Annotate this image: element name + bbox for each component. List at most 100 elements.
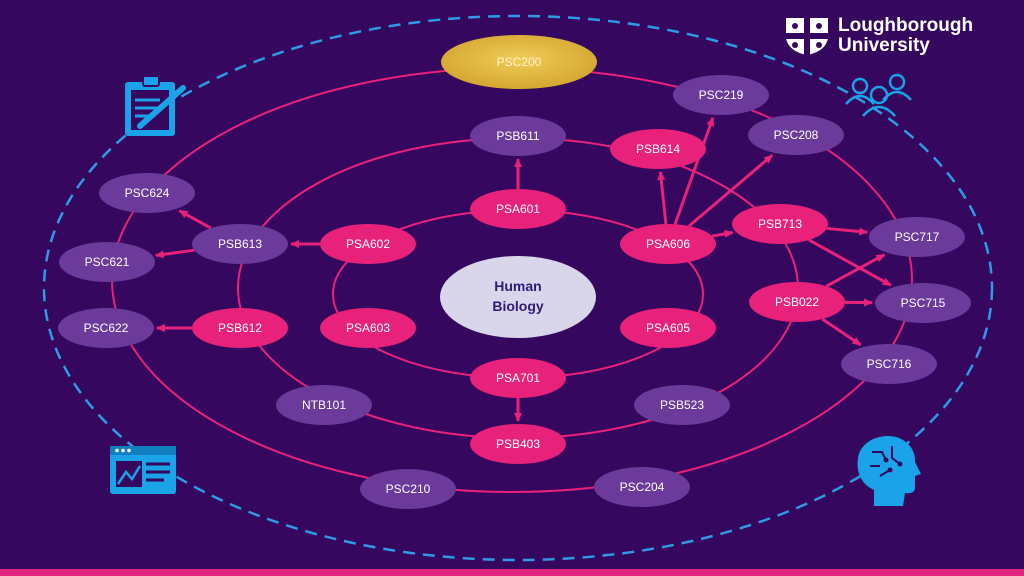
node-label: PSB613 [218,237,262,251]
node-psc622[interactable]: PSC622 [58,308,154,348]
node-label: PSB611 [496,129,539,143]
node-label: PSC210 [386,482,431,496]
node-psa605[interactable]: PSA605 [620,308,716,348]
node-psc208[interactable]: PSC208 [748,115,844,155]
node-psa601[interactable]: PSA601 [470,189,566,229]
node-shape [192,224,288,264]
outer-dashed-ring [42,14,994,562]
node-shape [610,129,706,169]
logo-text: Loughborough University [838,16,973,56]
node-psb523[interactable]: PSB523 [634,385,730,425]
node-label: PSA605 [646,321,690,335]
node-shape [276,385,372,425]
node-shape [749,282,845,322]
node-shape [470,358,566,398]
node-shape [620,224,716,264]
center-node[interactable]: Human Biology [440,256,596,338]
node-psa603[interactable]: PSA603 [320,308,416,348]
node-label: PSB612 [218,321,262,335]
edge-psb613-to-psc621 [154,248,195,259]
node-psb403[interactable]: PSB403 [470,424,566,464]
center-label-line1: Human [494,278,541,294]
edge-psb022-to-psc717 [825,253,886,288]
node-shape [470,116,566,156]
node-shape [99,173,195,213]
node-shape [869,217,965,257]
node-label: PSB713 [758,217,802,231]
node-label: NTB101 [302,398,346,412]
node-label: PSA701 [496,371,540,385]
node-psc200[interactable]: PSC200 [441,35,597,89]
node-label: PSB614 [636,142,680,156]
edges-layer [154,116,892,422]
node-label: PSB523 [660,398,704,412]
node-shape [594,467,690,507]
node-shape [620,308,716,348]
node-psb613[interactable]: PSB613 [192,224,288,264]
node-psb713[interactable]: PSB713 [732,204,828,244]
node-psa701[interactable]: PSA701 [470,358,566,398]
node-shape [748,115,844,155]
node-shape [841,344,937,384]
node-psc715[interactable]: PSC715 [875,283,971,323]
edge-psa606-to-psc219 [673,116,715,225]
node-psa602[interactable]: PSA602 [320,224,416,264]
node-psc219[interactable]: PSC219 [673,75,769,115]
node-psb022[interactable]: PSB022 [749,282,845,322]
node-ntb101[interactable]: NTB101 [276,385,372,425]
node-shape [673,75,769,115]
edge-psb613-to-psc624 [178,209,212,230]
node-psc621[interactable]: PSC621 [59,242,155,282]
edge-psa606-to-psb614 [657,170,668,225]
node-label: PSC204 [620,480,665,494]
node-label: PSC622 [84,321,129,335]
center-label-line2: Biology [492,298,544,314]
node-psa606[interactable]: PSA606 [620,224,716,264]
node-label: PSC717 [895,230,940,244]
edge-psa606-to-psc208 [688,154,774,228]
node-shape [470,424,566,464]
node-psc210[interactable]: PSC210 [360,469,456,509]
node-shape [59,242,155,282]
node-label: PSA601 [496,202,540,216]
edge-psb022-to-psc716 [821,317,862,347]
node-psc204[interactable]: PSC204 [594,467,690,507]
node-label: PSA602 [346,237,390,251]
browser-window-icon [110,446,176,494]
edge-psb713-to-psc715 [808,238,892,287]
node-label: PSB022 [775,295,819,309]
logo-line2: University [838,35,930,56]
node-psc717[interactable]: PSC717 [869,217,965,257]
node-label: PSC219 [699,88,744,102]
node-label: PSC621 [85,255,130,269]
node-shape [875,283,971,323]
node-shape [470,189,566,229]
node-shape [320,308,416,348]
crest-icon [786,18,828,55]
edge-psa606-to-psb713 [711,229,734,238]
people-group-icon [845,73,912,117]
node-psb614[interactable]: PSB614 [610,129,706,169]
node-shape [192,308,288,348]
node-label: PSA606 [646,237,690,251]
node-psc624[interactable]: PSC624 [99,173,195,213]
node-label: PSC715 [901,296,946,310]
university-logo: Loughborough University [784,16,973,56]
node-label: PSB403 [496,437,540,451]
clipboard-pen-icon [125,75,186,136]
node-label: PSC716 [867,357,912,371]
node-psb611[interactable]: PSB611 [470,116,566,156]
ai-head-icon [857,436,921,506]
node-label: PSC208 [774,128,819,142]
node-label: PSA603 [346,321,390,335]
node-label: PSC200 [497,55,542,69]
node-psc716[interactable]: PSC716 [841,344,937,384]
node-shape [360,469,456,509]
edge-psb713-to-psc717 [826,226,869,236]
node-psb612[interactable]: PSB612 [192,308,288,348]
logo-line1: Loughborough [838,15,974,36]
node-label: PSC624 [125,186,170,200]
